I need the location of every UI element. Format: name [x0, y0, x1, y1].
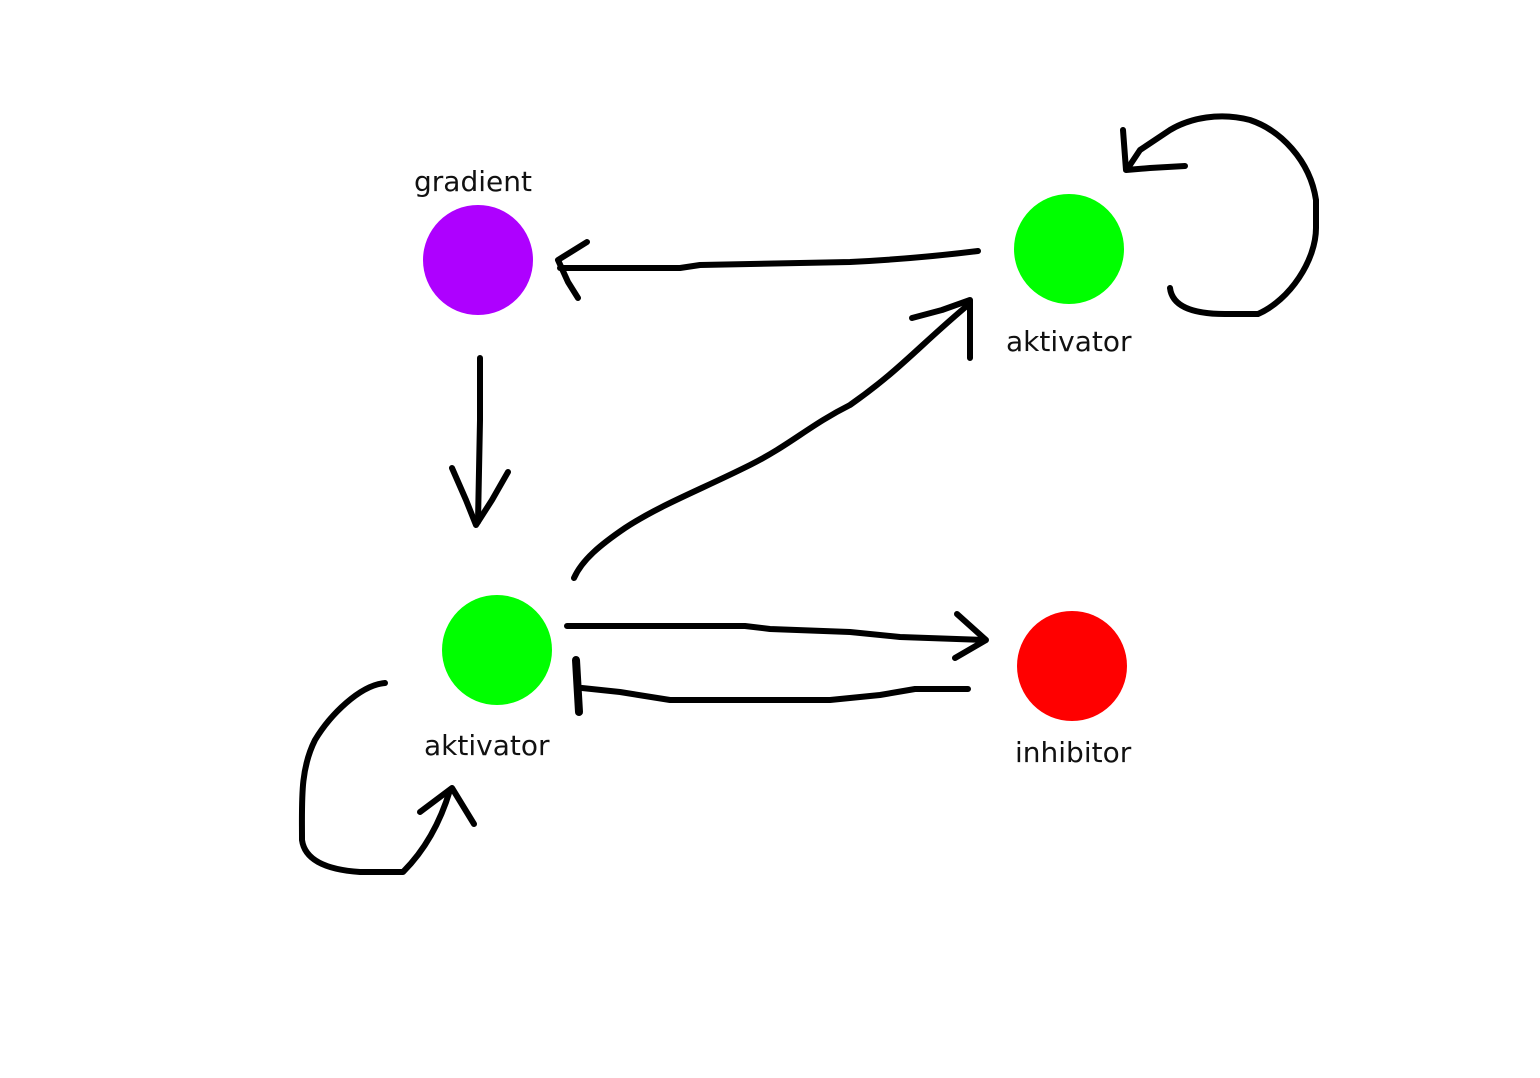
aktivator-top-node — [1014, 194, 1124, 304]
arrowhead-icon — [952, 611, 989, 661]
arrowhead-icon — [417, 785, 477, 827]
edge-aktivator-bottom-to-inhibitor — [564, 611, 989, 661]
edge-aktivator-bottom-self-loop — [298, 680, 477, 875]
arrowhead-icon — [449, 465, 511, 528]
edge-aktivator-top-to-gradient — [555, 239, 981, 301]
inhibition-bar-icon — [572, 656, 583, 716]
edge-aktivator-bottom-to-aktivator-top — [571, 297, 973, 581]
edge-gradient-to-aktivator-bottom — [449, 355, 511, 528]
arrowhead-icon — [555, 239, 590, 301]
gradient-node — [423, 205, 533, 315]
edge-aktivator-top-self-loop — [1120, 113, 1319, 317]
aktivator-bottom-node — [442, 595, 552, 705]
arrowhead-icon — [1120, 127, 1188, 173]
aktivator-bottom-label: aktivator — [424, 729, 550, 762]
inhibitor-node — [1017, 611, 1127, 721]
inhibitor-label: inhibitor — [1015, 736, 1132, 769]
gradient-label: gradient — [414, 165, 532, 198]
arrowhead-icon — [909, 297, 973, 361]
aktivator-top-label: aktivator — [1006, 325, 1132, 358]
edge-inhibitor-inhibits-aktivator-bottom — [572, 656, 971, 716]
